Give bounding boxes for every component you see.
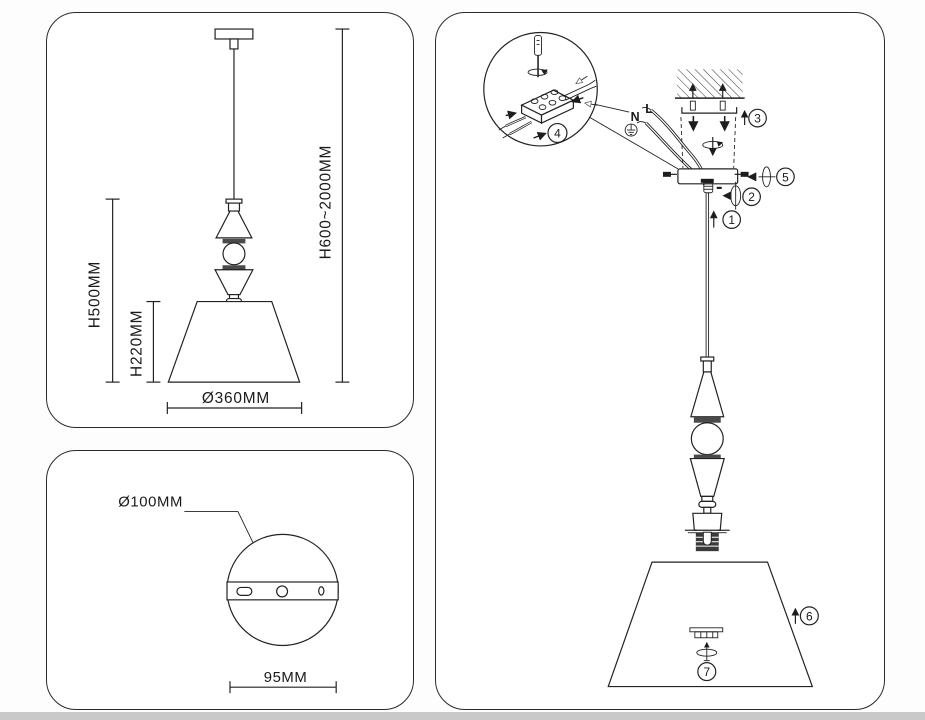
alignment-dash-left — [680, 117, 684, 168]
decorative-stack — [689, 356, 725, 514]
dimension-shade-height: H220MM — [128, 300, 161, 383]
canopy-body — [677, 168, 739, 185]
callout-4: 4 — [547, 122, 568, 144]
canopy-underside — [226, 533, 339, 647]
lower-cone — [214, 269, 254, 296]
ground-symbol-icon — [624, 123, 638, 137]
ceiling-screws — [688, 83, 727, 111]
callout-6: 6 — [791, 606, 819, 626]
shade-ring-fitting — [689, 627, 724, 639]
wiring-detail-balloon: 4 — [483, 31, 598, 147]
terminal-screws — [530, 89, 567, 110]
center-hole — [276, 585, 289, 598]
cord-gland — [700, 178, 722, 194]
canopy-screw-turn-icon — [702, 137, 724, 157]
ceiling-plate — [214, 28, 254, 40]
leader-line — [184, 511, 254, 543]
lampshade — [167, 300, 301, 383]
upper-cone — [215, 210, 253, 239]
balloon-leader-to-wires — [594, 103, 630, 113]
lamp-socket — [684, 512, 730, 552]
lampshade — [607, 561, 814, 688]
terminal-block-icon — [520, 89, 575, 125]
callout-5-number: 5 — [782, 170, 789, 184]
callout-5: 5 — [747, 166, 795, 188]
callout-7-number: 7 — [703, 665, 710, 679]
canopy-drawing: Ø100MM 95MM — [118, 495, 339, 694]
ring-spacer — [693, 416, 721, 423]
callout-6-number: 6 — [806, 609, 813, 623]
screwdriver-icon — [527, 35, 548, 78]
dimension-overall-height: H600~2000MM — [317, 28, 350, 383]
panel-canopy-view: Ø100MM 95MM — [46, 450, 414, 710]
callout-7: 7 — [696, 641, 718, 682]
dimension-fixture-height: H500MM — [87, 198, 120, 383]
sphere-element — [690, 422, 724, 456]
ring-spacer — [222, 265, 246, 270]
decorative-stack — [214, 198, 254, 305]
ceiling-section — [674, 69, 745, 99]
balloon-leader-to-canopy — [589, 116, 679, 170]
panel-dimensions-view: H500MM H220MM H600~2000MM Ø36 — [46, 12, 414, 428]
mount-spacing-label: 95MM — [264, 670, 308, 686]
sphere-element — [222, 242, 246, 266]
callout-1-number: 1 — [728, 213, 735, 227]
shade-height-label: H220MM — [128, 310, 145, 377]
callout-4-number: 4 — [554, 126, 561, 140]
callout-2: 2 — [722, 181, 761, 210]
dimensions-drawing: H500MM H220MM H600~2000MM Ø36 — [87, 28, 350, 414]
dimension-shade-diameter: Ø360MM — [166, 390, 303, 414]
callout-1: 1 — [709, 210, 742, 229]
assembly-drawing: 4 N L — [483, 31, 819, 688]
side-hole — [318, 586, 325, 596]
mounting-bracket — [681, 107, 738, 114]
suspension-cord — [705, 192, 710, 358]
bracket-screw-arrows — [688, 116, 730, 132]
dimension-mount-spacing: 95MM — [229, 670, 337, 694]
plate-stem — [229, 38, 239, 50]
ceiling-hatch — [676, 69, 743, 99]
shade-diameter-label: Ø360MM — [202, 390, 270, 407]
slot-hole — [236, 586, 253, 596]
footer-strip — [0, 712, 925, 720]
fixture-height-label: H500MM — [87, 261, 104, 328]
ring-spacer — [222, 238, 246, 244]
neutral-wire-label: N — [631, 110, 640, 124]
canopy-diameter-label: Ø100MM — [118, 495, 183, 511]
panel-assembly-view: 4 N L — [435, 12, 885, 710]
upper-cone — [690, 371, 725, 418]
callout-2-number: 2 — [748, 190, 755, 204]
ring-spacer — [693, 454, 721, 460]
pendant-side-view — [167, 28, 301, 383]
overall-height-label: H600~2000MM — [317, 145, 334, 260]
callout-3: 3 — [740, 108, 767, 128]
callout-3-number: 3 — [754, 112, 761, 126]
canopy-side-screws — [662, 171, 749, 177]
lower-cone — [689, 457, 725, 497]
alignment-dash-right — [733, 117, 737, 168]
wires-into-block — [498, 116, 533, 139]
wire-piece-right — [563, 79, 597, 101]
